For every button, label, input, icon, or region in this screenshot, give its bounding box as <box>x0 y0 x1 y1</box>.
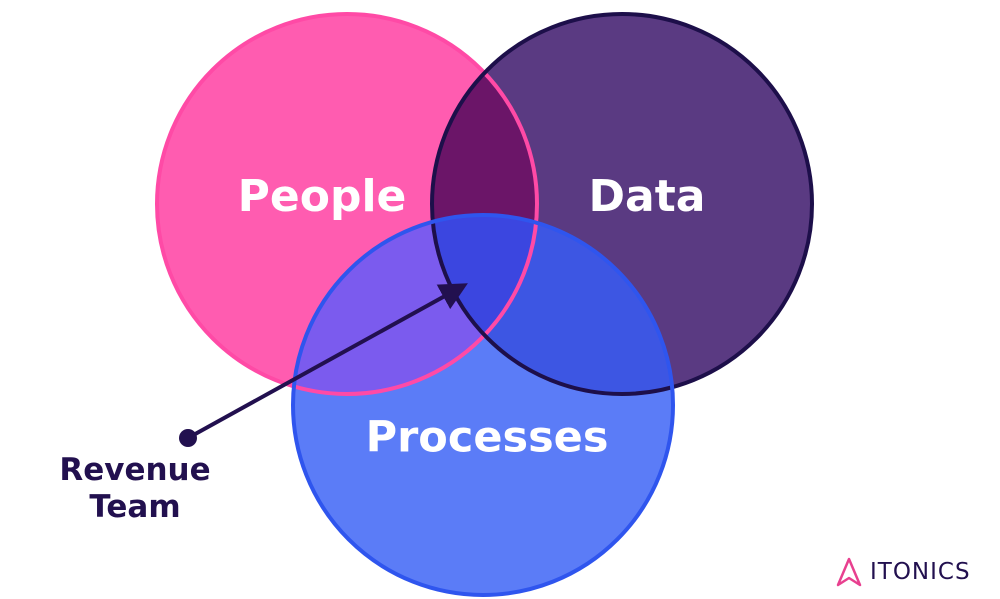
brand-name: ITONICS <box>870 559 971 585</box>
itonics-logo-icon <box>836 557 862 587</box>
processes-label: Processes <box>366 413 609 463</box>
people-circle-outline <box>155 12 539 396</box>
revenue-team-label: Revenue Team <box>40 452 230 526</box>
people-processes-overlap <box>293 215 537 394</box>
people-label: People <box>238 171 407 222</box>
callout-arrow <box>187 283 468 440</box>
data-circle-outline <box>430 12 814 396</box>
brand-logo: ITONICS <box>836 556 971 588</box>
revenue-team-line-2: Team <box>89 489 181 525</box>
callout-dot <box>179 429 197 447</box>
data-processes-overlap <box>432 215 673 394</box>
revenue-team-line-1: Revenue <box>59 452 211 488</box>
processes-circle-outline <box>291 213 675 597</box>
data-label: Data <box>589 171 706 222</box>
